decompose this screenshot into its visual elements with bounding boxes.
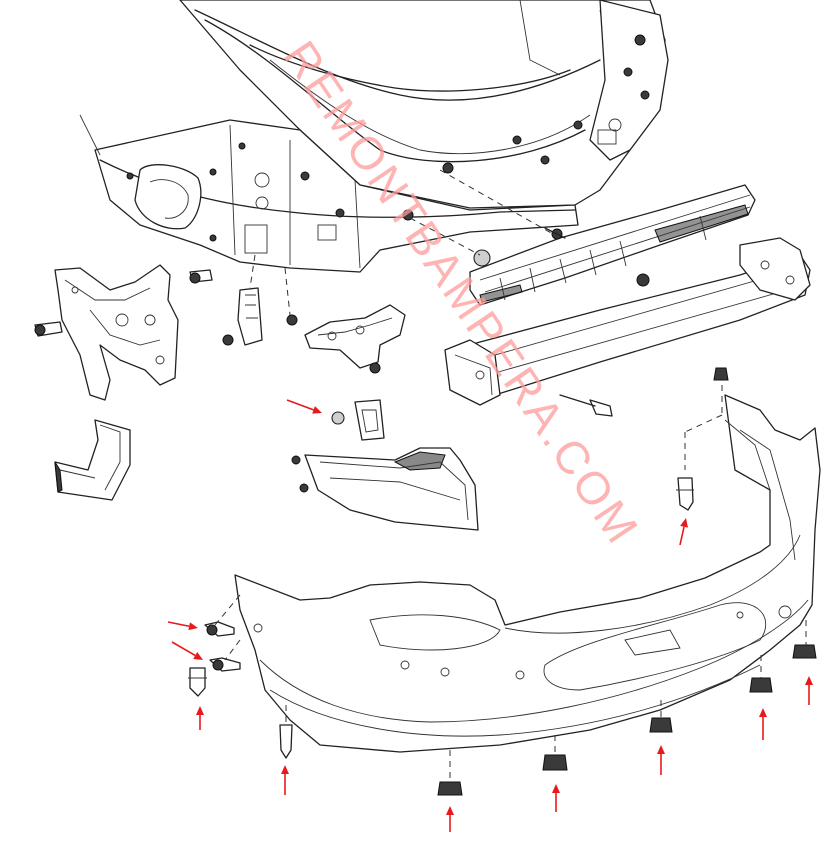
car-body-rear [79,0,669,273]
red-arrow-bottom-clip-5 [805,676,813,705]
red-arrow-bottom-clip-1 [446,806,454,832]
rear-bumper-cover [234,394,821,753]
red-arrow-bottom-clip-2 [552,784,560,812]
red-arrow-bottom-clip-3 [657,745,665,775]
bumper-reinforcement-bar [444,227,811,417]
tail-light [291,447,479,531]
red-arrow-right-side-screw [679,518,688,546]
callout-arrows [167,399,813,832]
tail-light-clip [331,399,385,441]
red-arrow-bottom-clip-4 [759,708,767,740]
fasteners [188,367,817,796]
right-side-bracket [284,267,406,374]
energy-absorber [409,169,756,306]
left-guide-bracket [54,419,131,501]
red-arrow-left-side-screw [196,706,204,730]
red-arrow-left-lower-bolt [171,641,203,660]
left-side-bracket [34,264,213,401]
red-arrow-left-upper-bolt [167,621,198,631]
red-arrow-left-bottom-screw [281,765,289,795]
red-arrow-taillight-clip [286,399,322,414]
center-mount-clip [222,254,263,346]
